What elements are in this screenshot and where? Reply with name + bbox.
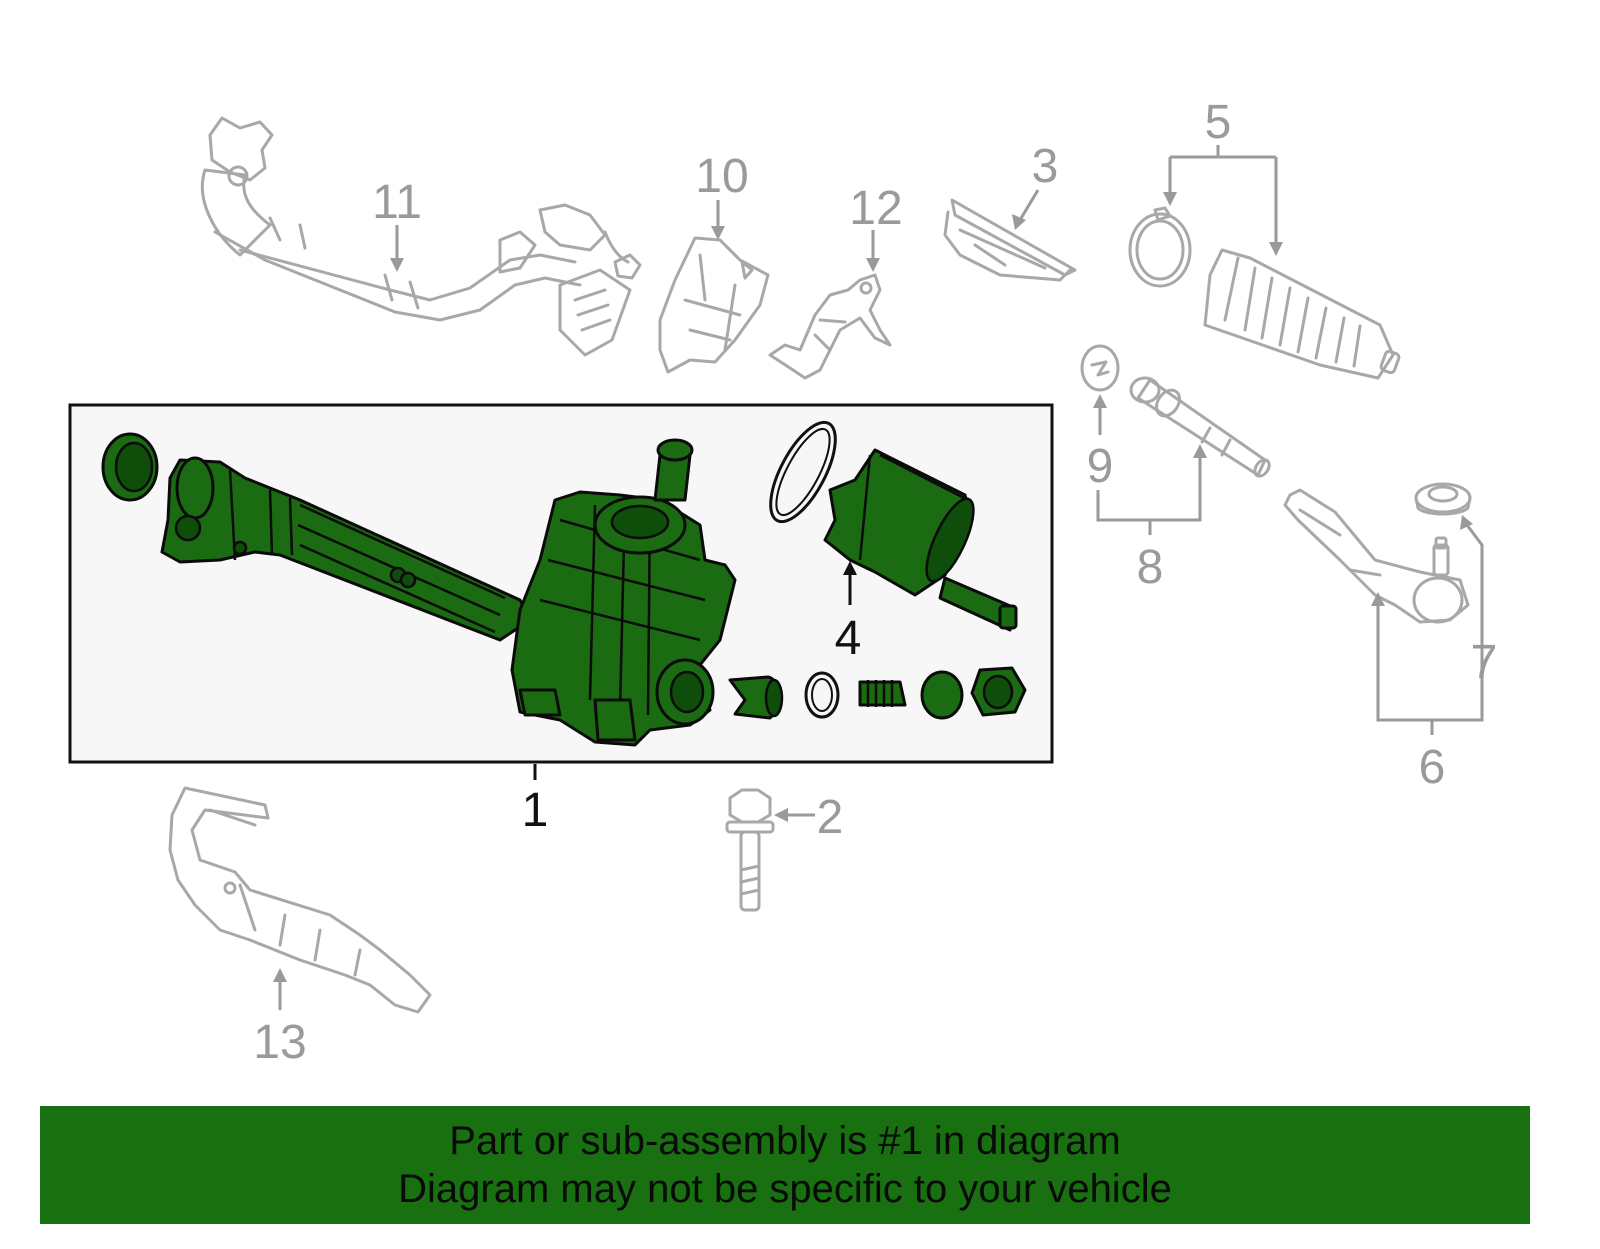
part-12-bracket bbox=[768, 273, 892, 380]
part-13-shield bbox=[168, 786, 432, 1014]
callout-2: 2 bbox=[817, 791, 844, 844]
part-8-tie-rod bbox=[1129, 376, 1271, 478]
part-11-pipe bbox=[200, 116, 642, 357]
part-9-washer bbox=[1080, 344, 1120, 392]
part-3-cover bbox=[943, 198, 1077, 282]
callout-11: 11 bbox=[372, 176, 422, 229]
callout-13: 13 bbox=[253, 1016, 306, 1069]
callout-9: 9 bbox=[1087, 440, 1114, 493]
part-5-boot-kit bbox=[1128, 206, 1401, 380]
part-1-small-parts bbox=[728, 666, 1027, 720]
callout-4: 4 bbox=[835, 612, 862, 665]
part-2-bolt bbox=[725, 788, 775, 912]
footer-banner: Part or sub-assembly is #1 in diagram Di… bbox=[40, 1106, 1530, 1224]
part-1-o-ring bbox=[769, 420, 837, 524]
footer-line-1: Part or sub-assembly is #1 in diagram bbox=[449, 1119, 1121, 1163]
callout-10: 10 bbox=[695, 150, 748, 203]
callout-6: 6 bbox=[1419, 741, 1446, 794]
callout-8: 8 bbox=[1137, 541, 1164, 594]
callout-3: 3 bbox=[1032, 140, 1059, 193]
callout-5: 5 bbox=[1205, 96, 1232, 149]
footer-line-2: Diagram may not be specific to your vehi… bbox=[398, 1167, 1172, 1211]
callout-1: 1 bbox=[522, 784, 549, 837]
callout-7: 7 bbox=[1471, 636, 1498, 689]
part-6-tie-rod-end bbox=[1283, 488, 1470, 624]
leader-lines bbox=[273, 145, 1484, 1010]
part-7-seal bbox=[1414, 482, 1472, 516]
part-1-steering-gear bbox=[101, 432, 737, 747]
part-10-shield bbox=[658, 236, 770, 374]
callout-12: 12 bbox=[849, 182, 902, 235]
part-4-motor bbox=[823, 448, 1018, 632]
